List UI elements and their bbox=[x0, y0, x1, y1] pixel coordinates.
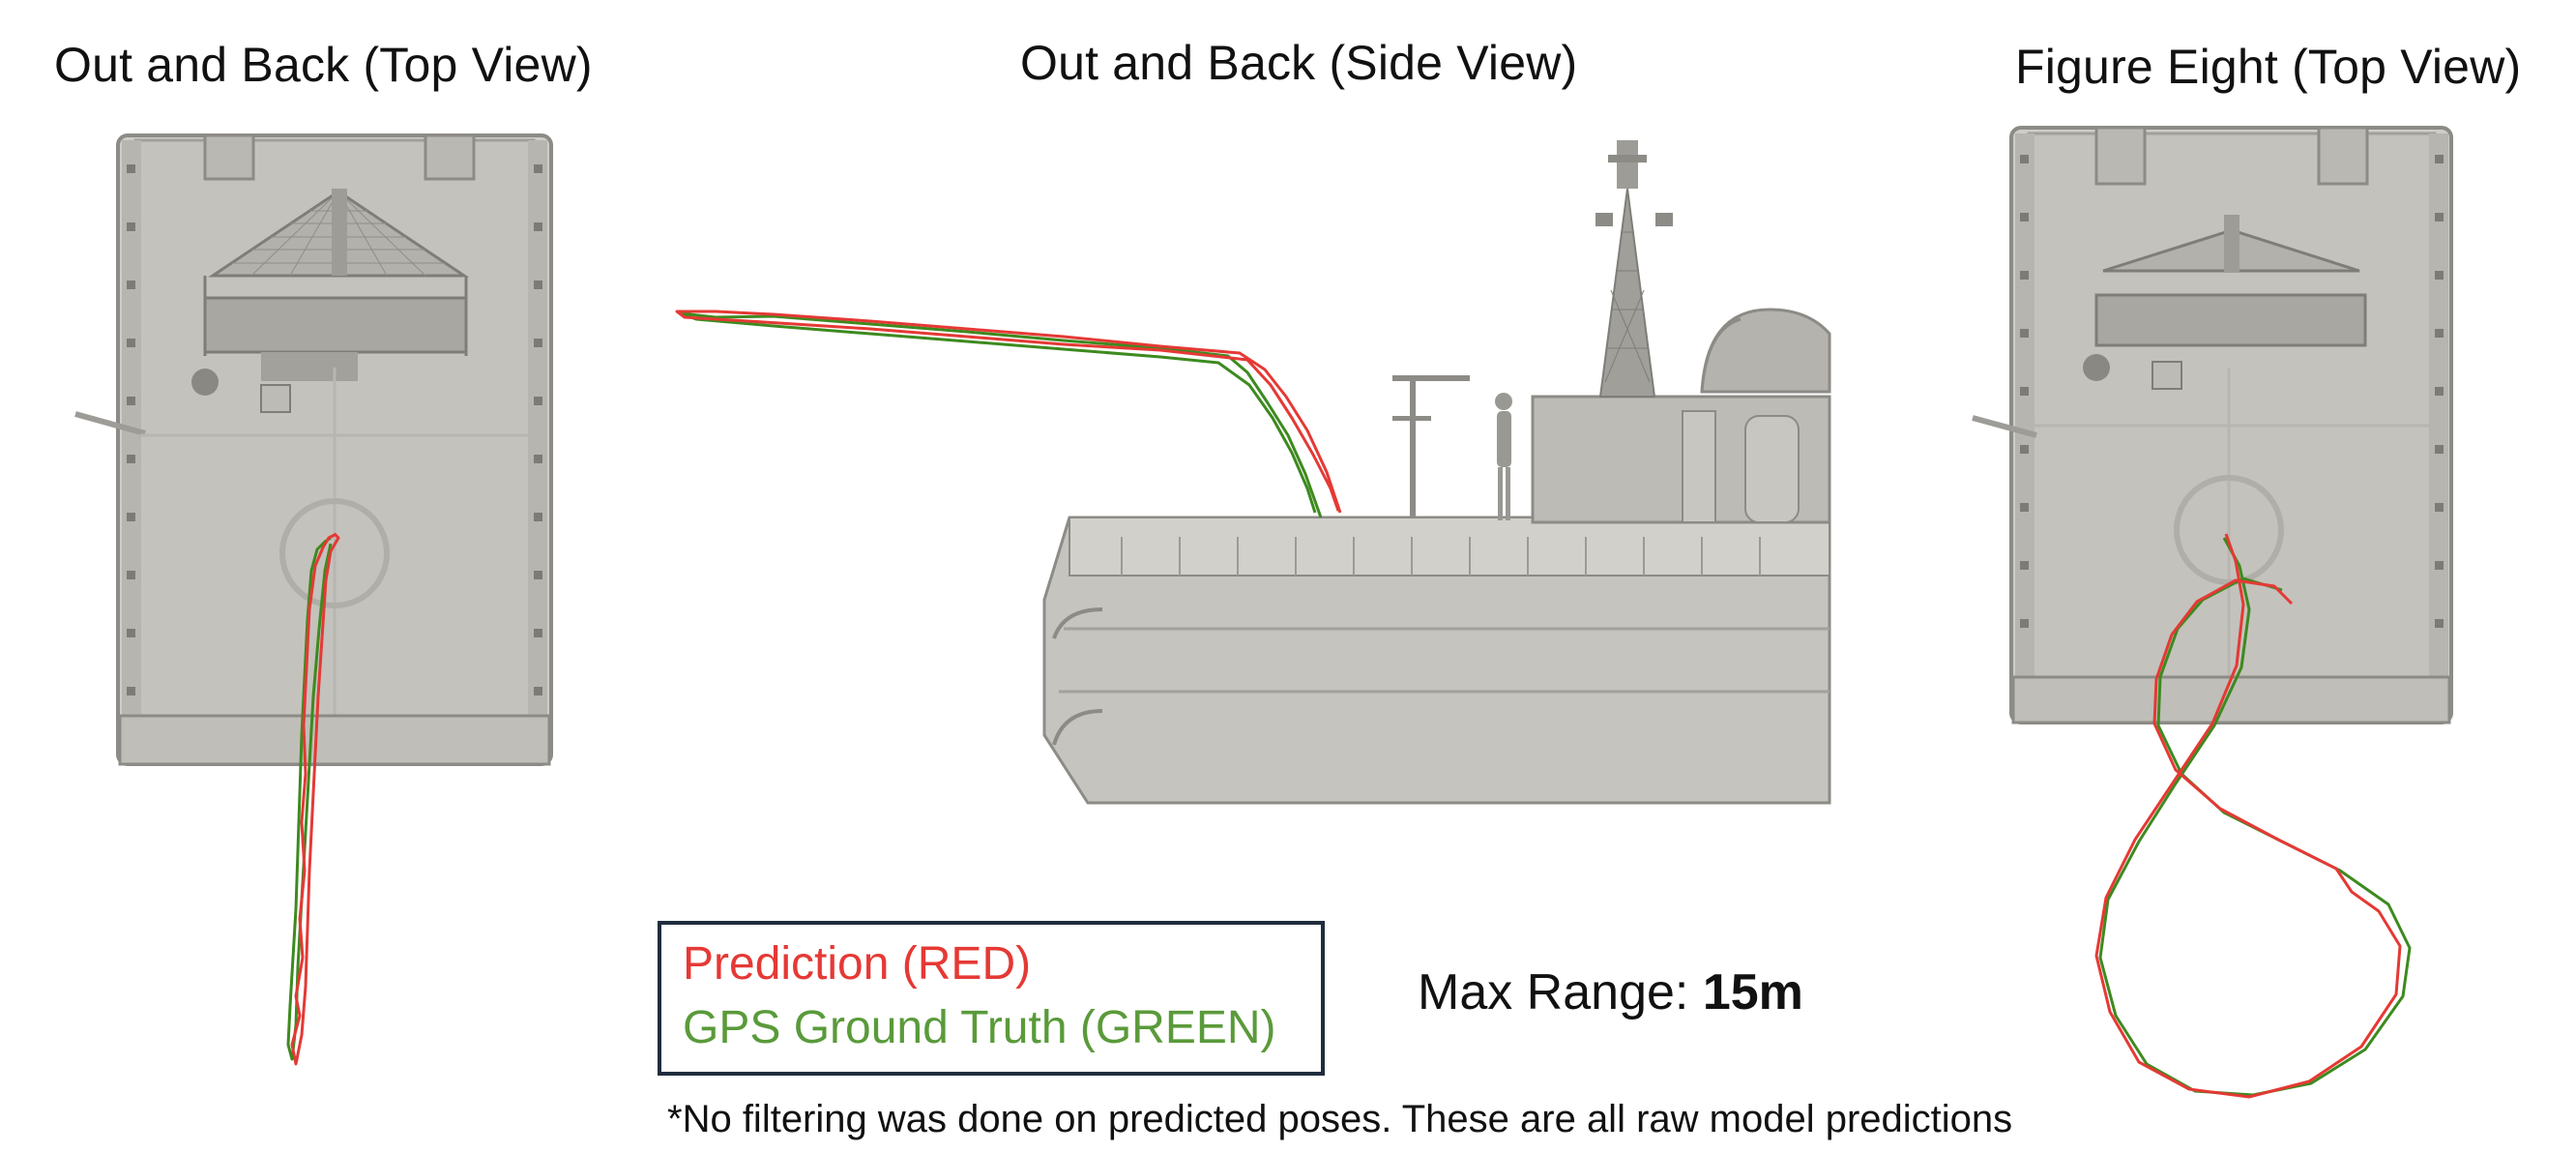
title-figure-eight-top: Figure Eight (Top View) bbox=[2015, 40, 2522, 94]
trajectory-truth-topview bbox=[286, 536, 333, 1061]
max-range-label: Max Range: bbox=[1418, 964, 1703, 1020]
trajectory-prediction-topview bbox=[290, 532, 340, 1066]
legend-prediction: Prediction (RED) bbox=[683, 938, 1032, 990]
trajectory-prediction-sideview bbox=[675, 310, 1342, 514]
title-out-and-back-top: Out and Back (Top View) bbox=[54, 38, 593, 92]
boat-top-view-left bbox=[74, 133, 553, 766]
max-range: Max Range: 15m bbox=[1418, 963, 1803, 1021]
trajectory-truth-figure-eight bbox=[2098, 537, 2412, 1097]
legend-ground-truth: GPS Ground Truth (GREEN) bbox=[683, 1002, 1276, 1053]
boat-side-view bbox=[1042, 140, 1831, 805]
legend-box: Prediction (RED) GPS Ground Truth (GREEN… bbox=[658, 921, 1325, 1076]
trajectory-truth-sideview bbox=[679, 311, 1323, 518]
boat-top-view-right bbox=[1972, 126, 2453, 724]
title-out-and-back-side: Out and Back (Side View) bbox=[1020, 36, 1578, 90]
max-range-value: 15m bbox=[1702, 964, 1803, 1020]
footnote: *No filtering was done on predicted pose… bbox=[667, 1098, 2013, 1140]
trajectory-prediction-figure-eight bbox=[2094, 533, 2402, 1099]
